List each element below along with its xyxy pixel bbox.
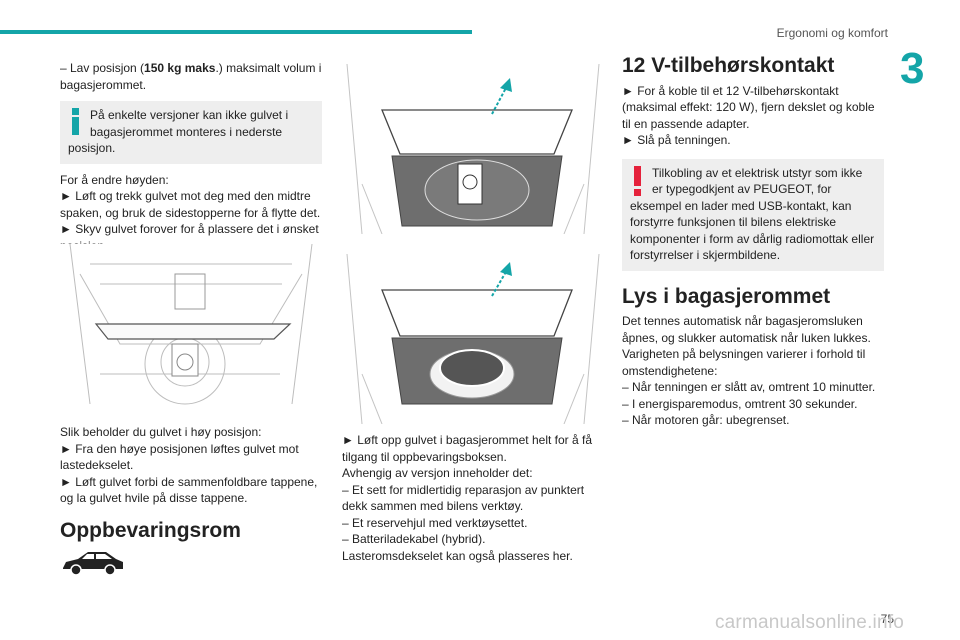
paragraph-keep-high: Slik beholder du gulvet i høy posisjon: <box>60 425 262 439</box>
dash-spare-wheel: – Et reservehjul med verktøysettet. <box>342 515 528 530</box>
paragraph-duration: Varigheten på belysningen varierer i for… <box>622 347 866 378</box>
column-left-lower: Slik beholder du gulvet i høy posisjon: … <box>60 424 322 542</box>
illustration-storage-spare-wheel <box>342 254 604 424</box>
paragraph-cover-storage: Lasteromsdekselet kan også plasseres her… <box>342 548 573 563</box>
dash-energy-saving: – I energisparemodus, omtrent 30 sekunde… <box>622 396 858 411</box>
watermark: carmanualsonline.info <box>714 612 904 633</box>
column-middle-lower: ► Løft opp gulvet i bagasjerommet helt f… <box>342 432 604 564</box>
column-right: 12 V-tilbehørskontakt ► For å koble til … <box>622 54 884 429</box>
car-silhouette-icon <box>63 552 123 576</box>
paragraph-contents: Avhengig av versjon inneholder det: <box>342 466 533 480</box>
bullet-ignition-on: ► Slå på tenningen. <box>622 133 731 147</box>
heading-storage: Oppbevaringsrom <box>60 518 241 542</box>
paragraph-auto-light: Det tennes automatisk når bagasjeromsluk… <box>622 314 871 345</box>
bullet-fold-tabs: ► Løft gulvet forbi de sammenfoldbare ta… <box>60 474 318 506</box>
chapter-number: 3 <box>900 44 925 93</box>
bullet-lift-floor-box: ► Løft opp gulvet i bagasjerommet helt f… <box>342 433 593 464</box>
page-number: 75 <box>880 612 894 626</box>
warning-note: Tilkobling av et elektrisk utstyr som ik… <box>622 158 884 271</box>
column-left: – Lav posisjon (150 kg maks.) maksimalt … <box>60 60 322 254</box>
header-accent-bar <box>0 30 472 34</box>
info-note: På enkelte versjoner kan ikke gulvet i b… <box>60 101 322 164</box>
info-note-text: På enkelte versjoner kan ikke gulvet i b… <box>68 108 289 155</box>
dash-repair-kit: – Et sett for midlertidig reparasjon av … <box>342 482 585 514</box>
info-icon <box>68 107 84 137</box>
warning-icon <box>630 165 646 196</box>
bullet-connect-accessory: ► For å koble til et 12 V-tilbehørskonta… <box>622 83 875 131</box>
section-title: Ergonomi og komfort <box>776 26 888 40</box>
illustration-floor-high-position <box>60 244 322 414</box>
bullet-raise-cover: ► Fra den høye posisjonen løftes gulvet … <box>60 441 299 473</box>
paragraph-low-position: – Lav posisjon (150 kg maks.) maksimalt … <box>60 61 322 92</box>
illustration-storage-repair-kit <box>342 64 604 234</box>
heading-12v-socket: 12 V-tilbehørskontakt <box>622 54 835 77</box>
heading-boot-light: Lys i bagasjerommet <box>622 284 831 308</box>
paragraph-change-height: For å endre høyden: <box>60 172 169 187</box>
bullet-lift-floor: ► Løft og trekk gulvet mot deg med den m… <box>60 189 321 220</box>
dash-ignition-off: – Når tenningen er slått av, omtrent 10 … <box>622 380 876 394</box>
warning-note-text: Tilkobling av et elektrisk utstyr som ik… <box>630 165 875 263</box>
dash-engine-running: – Når motoren går: ubegrenset. <box>622 413 790 427</box>
dash-charging-cable: – Batteriladekabel (hybrid). <box>342 532 486 546</box>
